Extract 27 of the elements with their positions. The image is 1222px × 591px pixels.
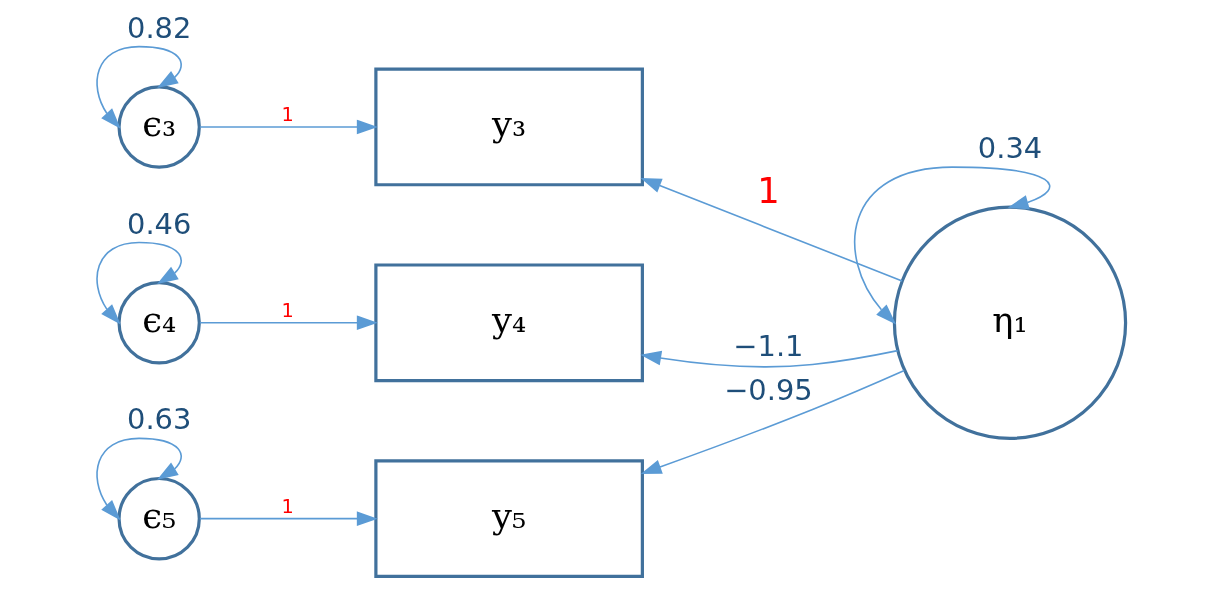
arrow — [640, 178, 903, 282]
edge-label: 0.34 — [977, 131, 1043, 166]
arrow — [640, 349, 899, 368]
node-box: y₄ — [374, 263, 644, 383]
edge-label: 1 — [281, 299, 294, 323]
node-circle: η₁ — [892, 205, 1128, 440]
arrow — [96, 241, 182, 325]
arrow — [199, 119, 378, 135]
node-box: y₅ — [374, 459, 644, 579]
arrow — [199, 315, 378, 331]
edge-label: 0.82 — [127, 10, 192, 45]
arrow — [96, 45, 182, 129]
edge-label: 0.63 — [127, 402, 192, 437]
node-circle: ϵ₄ — [117, 281, 201, 365]
edge-label: −1.1 — [733, 328, 804, 363]
node-box: y₃ — [374, 67, 644, 187]
arrow — [96, 437, 182, 521]
edge-label: −0.95 — [724, 373, 813, 408]
edge-label: 1 — [281, 495, 294, 519]
arrow — [199, 511, 378, 526]
node-circle: ϵ₅ — [117, 476, 201, 561]
edge-label: 1 — [281, 103, 294, 127]
arrow — [854, 166, 1051, 325]
node-circle: ϵ₃ — [117, 85, 201, 169]
arrow — [640, 369, 906, 474]
edge-label: 0.46 — [127, 206, 192, 241]
edge-label: 1 — [757, 170, 780, 212]
